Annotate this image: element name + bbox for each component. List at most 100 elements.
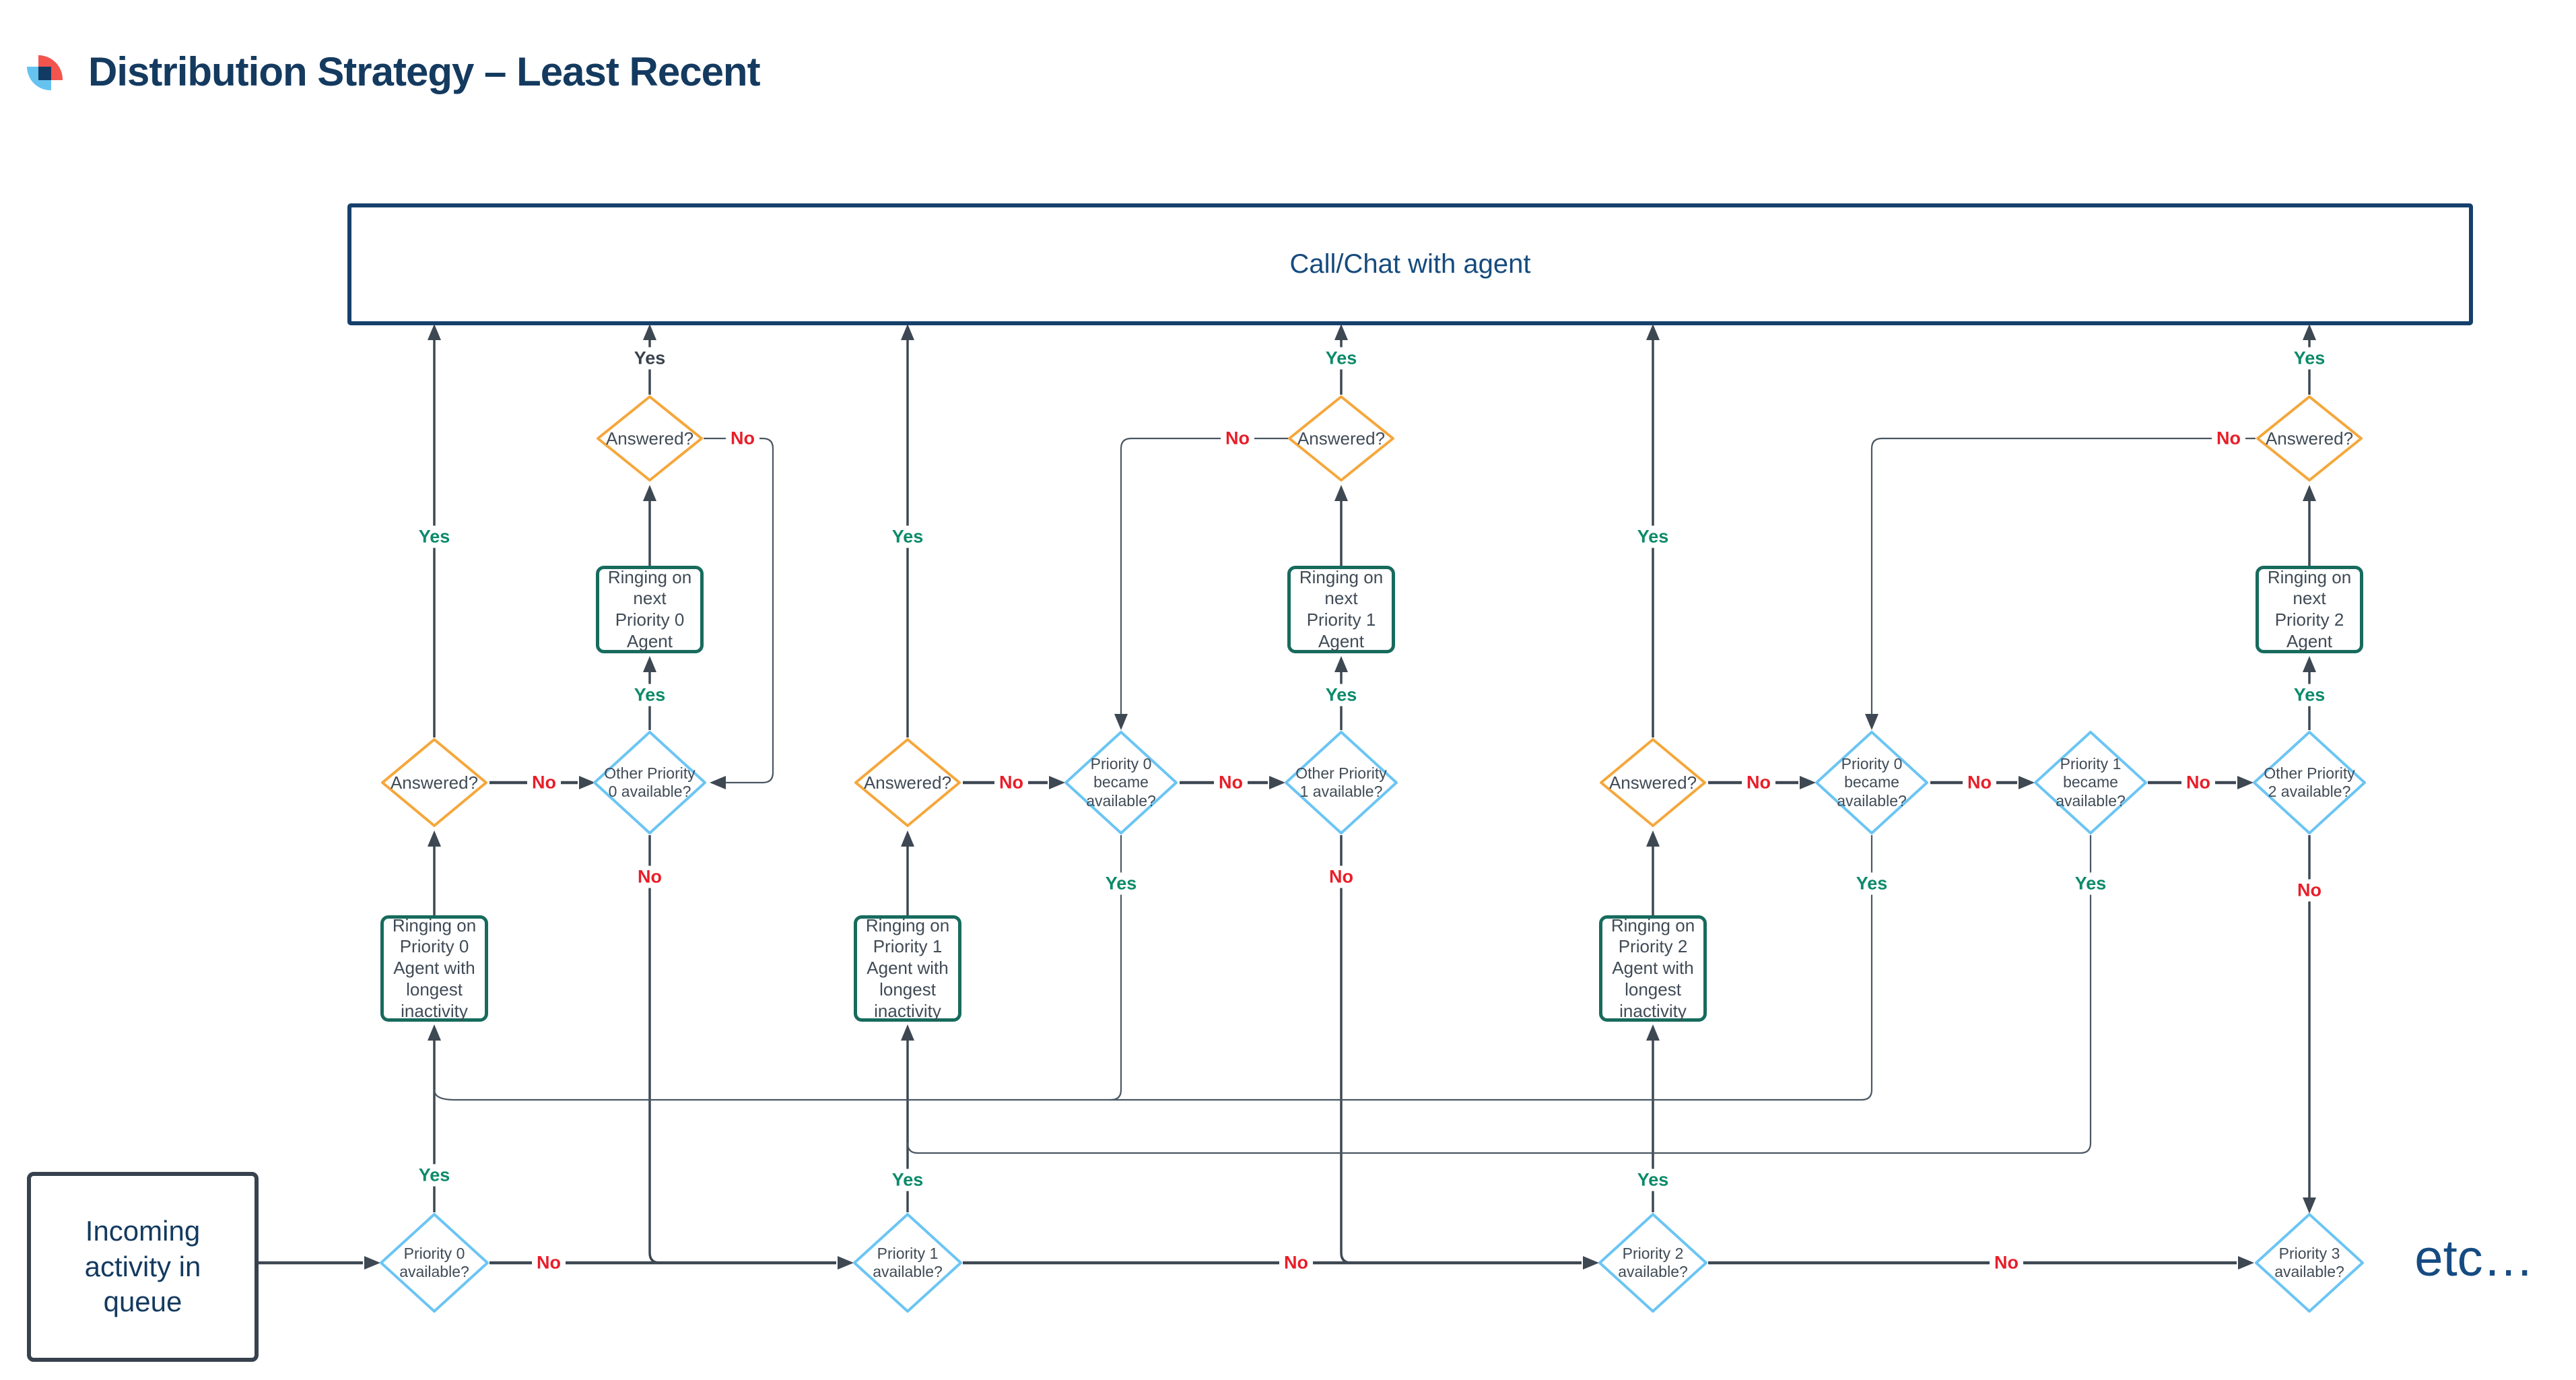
- decision-p0-available: Priority 0 available?: [379, 1212, 489, 1313]
- process-label: Ringing on Priority 1 Agent with longest…: [865, 915, 950, 1021]
- diamond-shape: [2034, 731, 2147, 834]
- decision-label: Other Priority 1 available?: [1295, 764, 1387, 800]
- diamond-shape: [2253, 731, 2366, 834]
- edge-label-yes: Yes: [1100, 872, 1142, 895]
- diamond-shape: [1600, 738, 1706, 827]
- decision-label: Priority 1 available?: [873, 1244, 943, 1280]
- decision-answered-next-p0: Answered?: [596, 395, 704, 482]
- edge-label-yes: Yes: [1851, 872, 1893, 895]
- diamond-shape: [1288, 395, 1394, 482]
- edge-label-yes: Yes: [887, 1169, 928, 1191]
- process-label: Ringing on Priority 0 Agent with longest…: [392, 915, 477, 1021]
- diamond-shape: [2256, 395, 2363, 482]
- logo-overlap-shape: [38, 67, 51, 80]
- diamond-shape: [381, 738, 487, 827]
- edge-label-yes: Yes: [2289, 684, 2330, 707]
- edge-label-yes: Yes: [2289, 347, 2330, 370]
- edge-label-yes: Yes: [1632, 1169, 1674, 1191]
- decision-p0-became-available-2: Priority 0 became available?: [1815, 730, 1929, 835]
- diamond-shape: [380, 1213, 489, 1313]
- edge-label-yes: Yes: [629, 347, 671, 370]
- incoming-activity-label: Incoming activity in queue: [84, 1215, 201, 1318]
- decision-label: Other Priority 2 available?: [2264, 764, 2355, 800]
- process-ringing-next-p2: Ringing on next Priority 2 Agent: [2256, 566, 2363, 653]
- process-label: Ringing on next Priority 0 Agent: [607, 566, 692, 651]
- decision-p2-available: Priority 2 available?: [1598, 1212, 1708, 1313]
- process-ringing-longest-p1: Ringing on Priority 1 Agent with longest…: [854, 915, 961, 1022]
- app-logo-icon: [27, 54, 65, 92]
- decision-label: Priority 0 available?: [399, 1244, 469, 1280]
- edge-label-yes: Yes: [413, 1164, 455, 1187]
- decision-other-p1-available: Other Priority 1 available?: [1284, 730, 1398, 835]
- process-ringing-next-p1: Ringing on next Priority 1 Agent: [1287, 566, 1395, 653]
- decision-label: Priority 0 became available?: [1086, 755, 1156, 810]
- edge-label-no: No: [1221, 427, 1254, 450]
- process-label: Ringing on Priority 2 Agent with longest…: [1611, 915, 1695, 1021]
- decision-label: Answered?: [390, 772, 479, 793]
- diamond-shape: [1598, 1213, 1707, 1313]
- decision-label: Priority 3 available?: [2274, 1244, 2344, 1280]
- decision-label: Answered?: [863, 772, 952, 793]
- edge-label-yes: Yes: [1320, 684, 1362, 707]
- edge-label-no: No: [527, 771, 561, 794]
- decision-other-p0-available: Other Priority 0 available?: [592, 730, 707, 835]
- decision-p1-available: Priority 1 available?: [852, 1212, 963, 1313]
- decision-p0-became-available-1: Priority 0 became available?: [1064, 730, 1178, 835]
- process-label: Ringing on next Priority 2 Agent: [2267, 566, 2352, 651]
- edge-label-yes: Yes: [2070, 872, 2111, 895]
- edge-label-yes: Yes: [1320, 347, 1362, 370]
- decision-other-p2-available: Other Priority 2 available?: [2252, 730, 2367, 835]
- process-label: Ringing on next Priority 1 Agent: [1299, 566, 1384, 651]
- diamond-shape: [853, 1213, 962, 1313]
- edge-label-no: No: [633, 865, 667, 888]
- answered-no-loops: [704, 437, 2256, 784]
- process-ringing-longest-p0: Ringing on Priority 0 Agent with longest…: [380, 915, 488, 1022]
- arrowheads: [364, 324, 2316, 1270]
- edge-label-no: No: [532, 1251, 566, 1274]
- decision-label: Other Priority 0 available?: [604, 764, 696, 800]
- call-chat-label: Call/Chat with agent: [1289, 249, 1531, 279]
- decision-p1-became-available: Priority 1 became available?: [2033, 730, 2148, 835]
- edge-label-yes: Yes: [887, 525, 928, 548]
- etc-label: etc…: [2414, 1230, 2534, 1287]
- edge-label-yes: Yes: [413, 525, 455, 548]
- edge-label-no: No: [2181, 771, 2215, 794]
- diamond-shape: [1815, 731, 1928, 834]
- edge-label-no: No: [994, 771, 1028, 794]
- became-available-feedback-lines: [433, 835, 2092, 1154]
- edge-label-no: No: [1742, 771, 1775, 794]
- diamond-shape: [2255, 1213, 2364, 1313]
- diamond-shape: [597, 395, 703, 482]
- process-ringing-next-p0: Ringing on next Priority 0 Agent: [596, 566, 704, 653]
- decision-p3-available: Priority 3 available?: [2254, 1212, 2365, 1313]
- edge-label-no: No: [1279, 1251, 1313, 1274]
- decision-answered-longest-p1: Answered?: [854, 737, 961, 828]
- edge-label-yes: Yes: [1632, 525, 1674, 548]
- decision-label: Answered?: [2265, 428, 2354, 449]
- incoming-activity-box: Incoming activity in queue: [27, 1172, 259, 1362]
- edge-label-no: No: [1214, 771, 1248, 794]
- diamond-shape: [1064, 731, 1178, 834]
- process-ringing-longest-p2: Ringing on Priority 2 Agent with longest…: [1599, 915, 1707, 1022]
- diamond-shape: [854, 738, 961, 827]
- decision-answered-next-p2: Answered?: [2256, 395, 2363, 482]
- diamond-shape: [593, 731, 706, 834]
- decision-label: Priority 0 became available?: [1837, 755, 1907, 810]
- decision-answered-next-p1: Answered?: [1287, 395, 1395, 482]
- decision-label: Answered?: [605, 428, 694, 449]
- edge-label-no: No: [1963, 771, 1996, 794]
- call-chat-terminator: Call/Chat with agent: [347, 203, 2473, 325]
- decision-answered-longest-p0: Answered?: [380, 737, 488, 828]
- decision-label: Priority 2 available?: [1618, 1244, 1688, 1280]
- edge-label-no: No: [1990, 1251, 2023, 1274]
- diamond-shape: [1285, 731, 1398, 834]
- edge-label-yes: Yes: [629, 684, 671, 707]
- edge-label-no: No: [2212, 427, 2245, 450]
- edge-label-no: No: [2293, 879, 2326, 902]
- no-down-verticals: [648, 835, 2311, 1264]
- decision-label: Answered?: [1297, 428, 1386, 449]
- decision-label: Answered?: [1608, 772, 1697, 793]
- page-title: Distribution Strategy – Least Recent: [88, 49, 761, 94]
- decision-answered-longest-p2: Answered?: [1599, 737, 1707, 828]
